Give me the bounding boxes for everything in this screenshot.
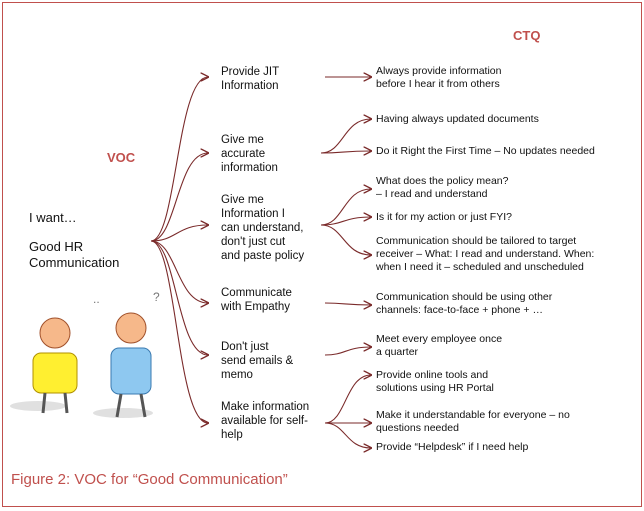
need-line: send emails & (221, 355, 294, 367)
need-item: Provide JIT Information (221, 65, 279, 93)
ctq-item: Is it for my action or just FYI? (376, 211, 512, 224)
ctq-line: Provide “Helpdesk” if I need help (376, 441, 529, 453)
good-hr-label: Good HR (29, 239, 84, 254)
ctq-connector-arrow (320, 224, 371, 255)
ctq-connector-arrow (320, 119, 371, 154)
need-line: information (221, 162, 278, 174)
ctq-item: Having always updated documents (376, 113, 539, 126)
ctq-line: when I need it – scheduled and unschedul… (376, 261, 584, 273)
ctq-line: channels: face-to-face + phone + … (376, 304, 543, 316)
voc-connector-arrow (150, 240, 208, 423)
ctq-line: before I hear it from others (376, 78, 500, 90)
ctq-connector-arrow (324, 303, 371, 305)
thinking-people-illustration: .. ? (10, 290, 160, 418)
ctq-connector-arrow (320, 217, 371, 226)
ctq-item: Make it understandable for everyone – no… (376, 409, 570, 435)
need-line: memo (221, 369, 253, 381)
ctq-line: Make it understandable for everyone – no (376, 409, 570, 421)
communication-label: Communication (29, 255, 120, 270)
need-line: Make information (221, 401, 310, 413)
need-line: Give me (221, 194, 264, 206)
voc-connector-arrow (150, 153, 208, 242)
ctq-connector-arrow (320, 151, 371, 153)
voc-connector-arrow (150, 240, 208, 355)
need-item: Communicate with Empathy (221, 286, 292, 314)
ctq-line: What does the policy mean? (376, 175, 509, 187)
need-line: don't just cut (221, 236, 286, 248)
need-line: with Empathy (221, 301, 291, 313)
need-line: Communicate (221, 287, 292, 299)
need-item: Don't just send emails & memo (221, 340, 293, 382)
ctq-line: solutions using HR Portal (376, 382, 494, 394)
need-line: Give me (221, 134, 264, 146)
ctq-connector-arrow (324, 375, 371, 424)
ctq-connector-arrow (324, 347, 371, 356)
ctq-line: receiver – What: I read and understand. … (376, 248, 595, 260)
ctq-item: Do it Right the First Time – No updates … (376, 145, 595, 158)
ctq-item: Communication should be tailored to targ… (376, 235, 594, 274)
need-line: and paste policy (221, 250, 305, 262)
voc-heading: VOC (107, 150, 136, 165)
ctq-connector-arrow (324, 422, 371, 448)
ctq-line: questions needed (376, 422, 459, 434)
ctq-item: Provide “Helpdesk” if I need help (376, 441, 528, 454)
ctq-line: a quarter (376, 346, 419, 358)
voc-connector-arrow (150, 225, 208, 242)
need-item: Give me accurate information (221, 133, 278, 175)
need-item: Make information available for self-help (221, 400, 309, 442)
ctq-connector-arrow (320, 189, 371, 226)
need-line: Don't just (221, 341, 269, 353)
need-line: Provide JIT (221, 66, 280, 78)
need-line: Information I (221, 208, 285, 220)
svg-text:?: ? (153, 290, 160, 304)
svg-text:..: .. (93, 292, 100, 306)
ctq-line: Is it for my action or just FYI? (376, 211, 512, 223)
need-line: available for self- (221, 415, 308, 427)
ctq-line: Do it Right the First Time – No updates … (376, 145, 595, 157)
ctq-line: – I read and understand (376, 188, 488, 200)
figure-caption: Figure 2: VOC for “Good Communication” (11, 471, 288, 488)
ctq-line: Having always updated documents (376, 113, 539, 125)
ctq-line: Provide online tools and (376, 369, 489, 381)
ctq-line: Communication should be using other (376, 291, 553, 303)
ctq-line: Meet every employee once (376, 333, 503, 345)
need-item: Give me Information I can understand, don't… (221, 193, 304, 263)
ctq-line: Always provide information (376, 65, 502, 77)
need-line: can understand, (221, 222, 304, 234)
i-want-label: I want… (29, 210, 77, 225)
need-line: help (221, 429, 243, 441)
need-line: Information (221, 80, 279, 92)
need-line: accurate (221, 148, 266, 160)
ctq-line: Communication should be tailored to targ… (376, 235, 577, 247)
voc-connector-arrow (150, 240, 208, 303)
ctq-item: What does the policy mean?– I read and u… (376, 175, 509, 201)
connector-layer: .. ? (10, 3, 643, 508)
ctq-heading: CTQ (513, 28, 541, 43)
voc-connector-arrow (150, 77, 208, 242)
